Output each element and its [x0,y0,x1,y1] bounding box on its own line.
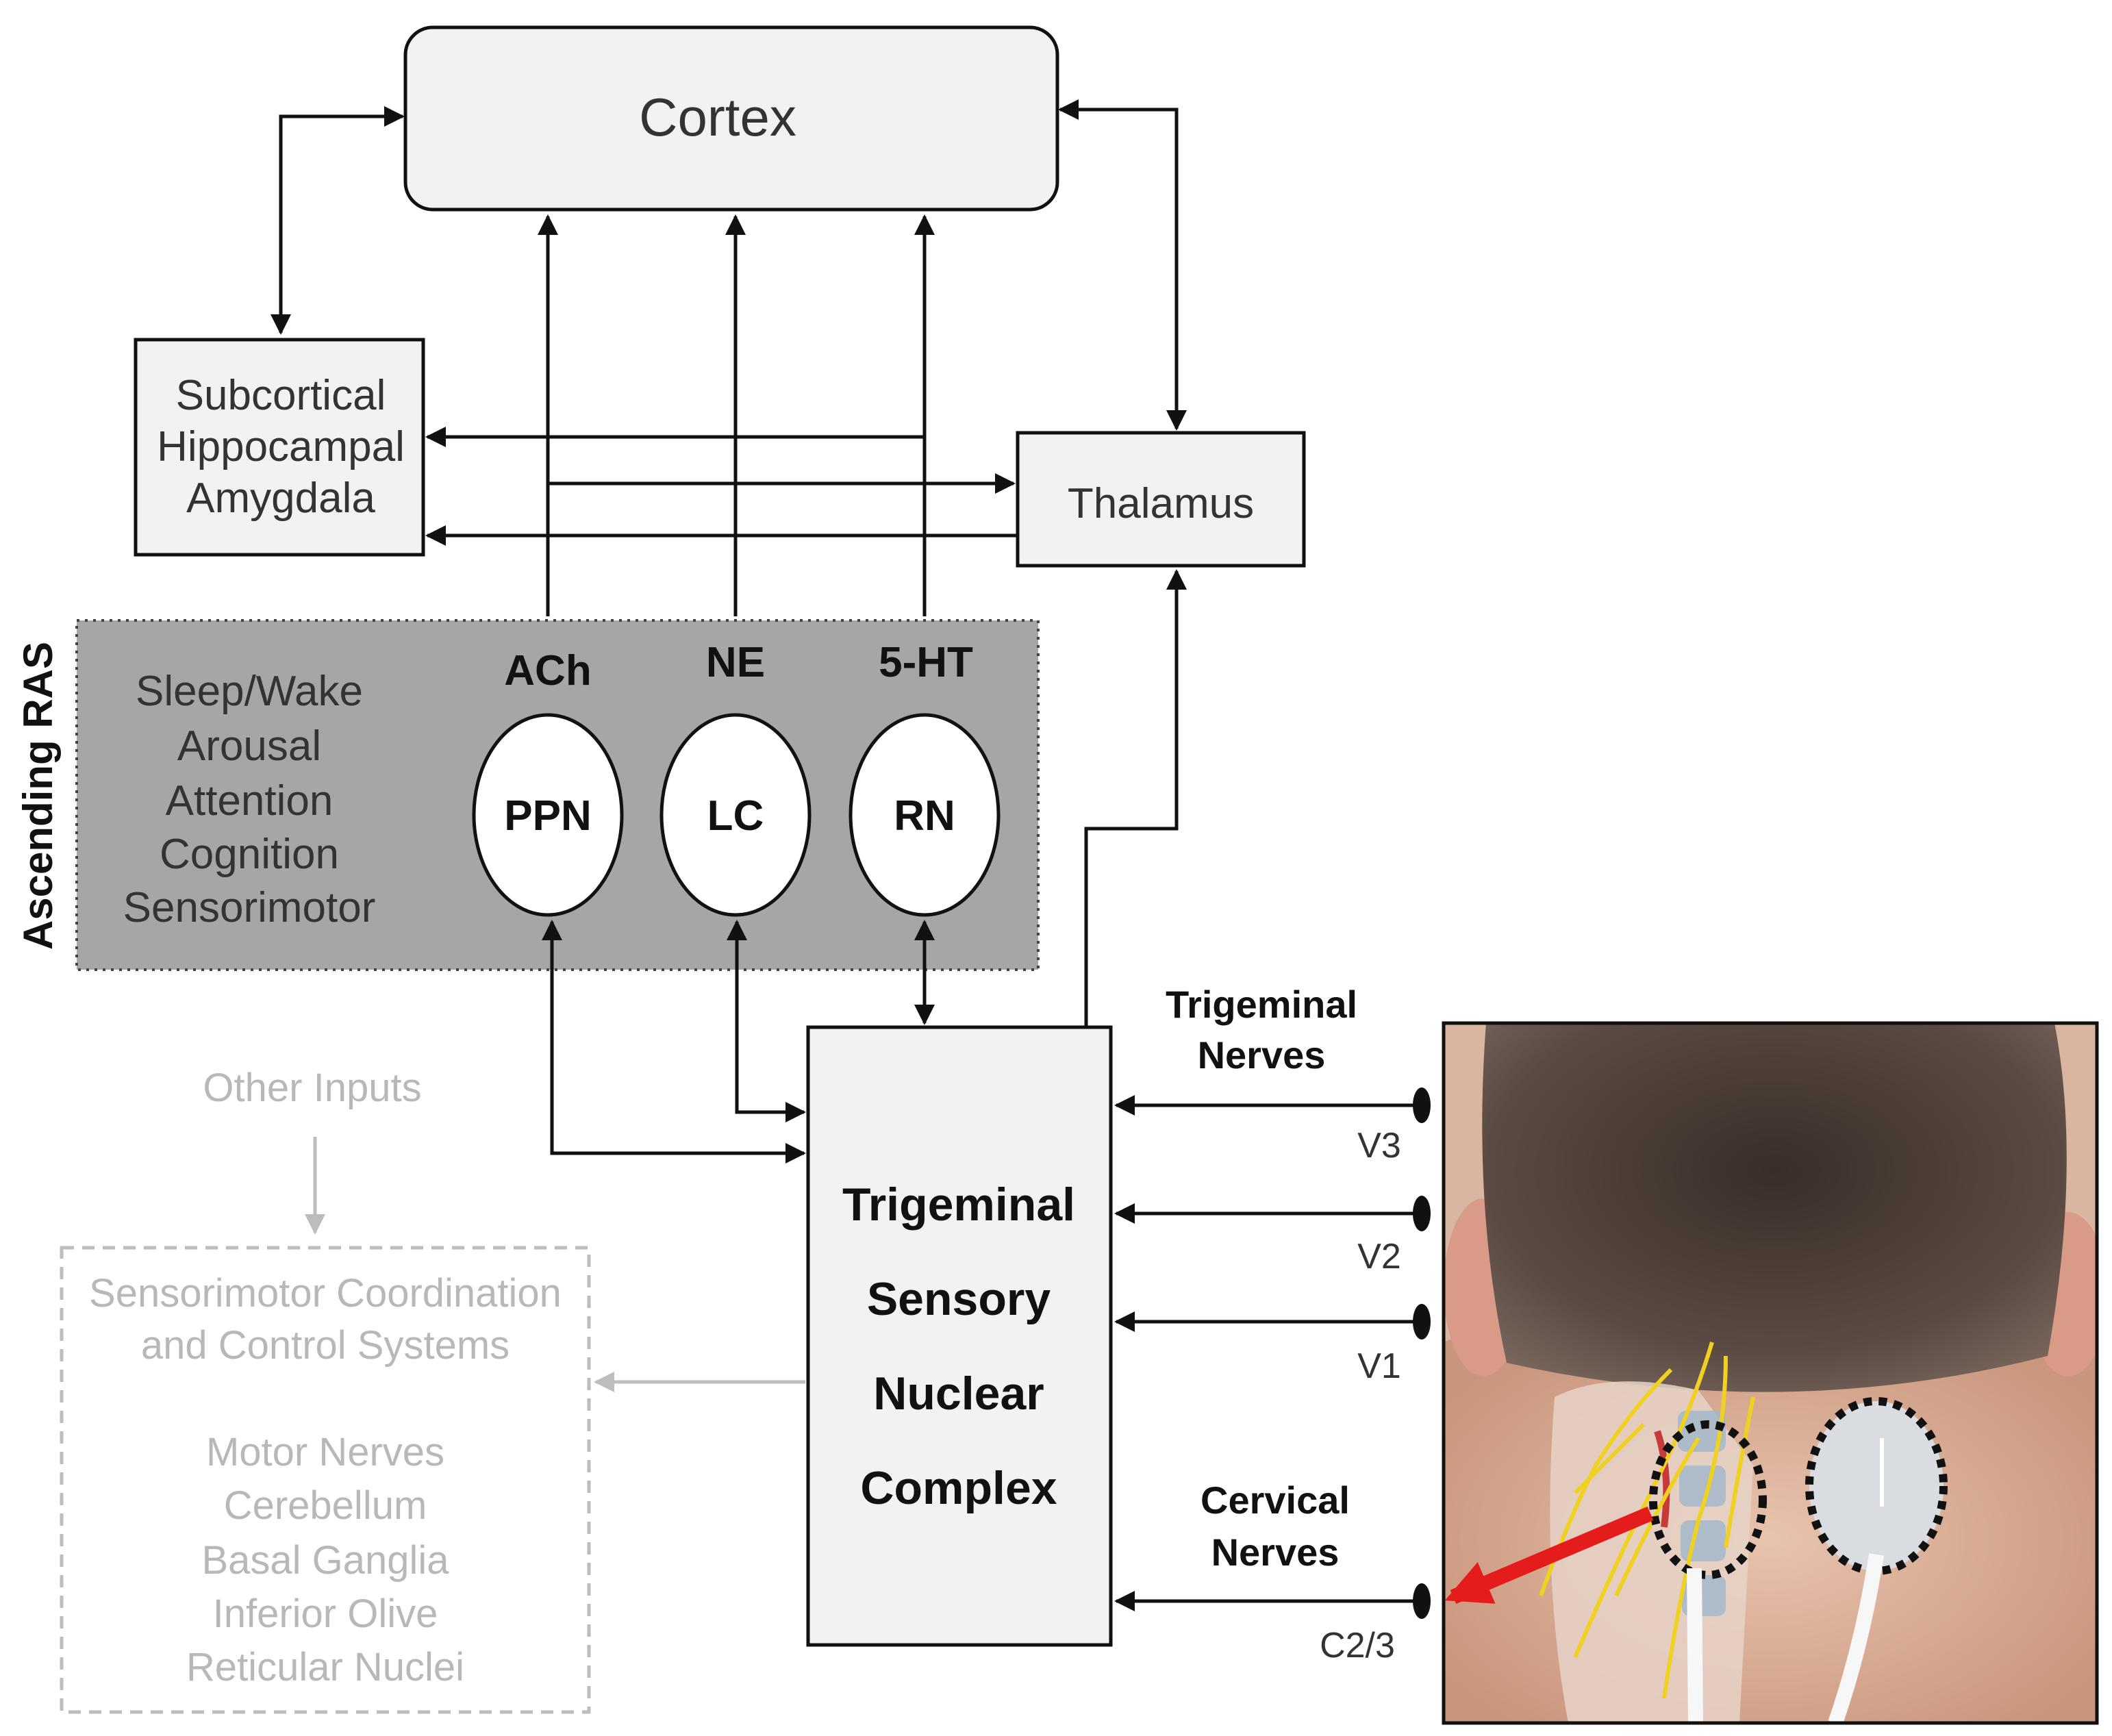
sensorimotor-item-motor: Motor Nerves [206,1430,444,1474]
cortex-thalamus-arrow [1058,99,1187,431]
rn-label: RN [894,792,955,840]
transmitter-5ht: 5-HT [879,639,973,686]
ppn-node [472,713,624,917]
other-inputs-label: Other Inputs [203,1066,421,1110]
head-illustration [1442,1021,2099,1725]
subcortical-line: Subcortical [176,372,386,419]
sensorimotor-box: Sensorimotor Coordination and Control Sy… [60,1246,591,1714]
ras-function-attention: Attention [166,777,334,825]
target-region [1649,1420,1767,1579]
complex-line-4: Complex [860,1462,1057,1514]
electrode-lead-2 [1687,1568,1703,1723]
transmitter-ach: ACh [504,647,591,694]
ras-function-cognition: Cognition [160,831,339,878]
complex-line-2: Sensory [867,1273,1051,1325]
ppn-complex-arrow [542,920,806,1163]
ras-function-sleep: Sleep/Wake [136,668,363,715]
sensorimotor-item-reticular: Reticular Nuclei [186,1645,464,1689]
electrode-pad [1805,1397,1948,1575]
v1-label: V1 [1357,1346,1401,1386]
v3-label: V3 [1357,1126,1401,1166]
lc-node [659,713,812,917]
cortex-label: Cortex [639,87,796,147]
hippocampal-line: Hippocampal [157,423,405,470]
ras-function-arousal: Arousal [177,722,321,770]
pointer-arrow [1444,1506,1654,1605]
sensorimotor-item-basal: Basal Ganglia [201,1538,449,1583]
rn-node [848,713,1001,917]
lc-complex-arrow [727,920,806,1122]
subcortical-box: Subcortical Hippocampal Amygdala [134,338,425,557]
complex-line-1: Trigeminal [842,1179,1075,1231]
trigeminal-nerves: Trigeminal Nerves V3 V2 V1 [1114,983,1431,1386]
lc-label: LC [707,792,764,840]
transmitter-ne: NE [706,639,765,686]
v2-terminal [1413,1196,1431,1231]
hair [1482,1023,2067,1392]
ras-function-sensorimotor: Sensorimotor [123,884,376,931]
sensorimotor-title-2: and Control Systems [141,1323,510,1368]
electrode-lead [1828,1553,1884,1723]
trigeminal-nerves-line-2: Nerves [1198,1033,1326,1077]
thalamus-label: Thalamus [1068,480,1254,527]
sensorimotor-title-1: Sensorimotor Coordination [89,1271,562,1316]
cervical-nerves-line-1: Cervical [1200,1479,1350,1522]
complex-thalamus-arrow [1084,569,1187,1027]
v2-label: V2 [1357,1237,1401,1276]
cortex-box: Cortex [403,25,1059,212]
cervical-nerves: Cervical Nerves C2/3 [1114,1479,1431,1665]
sensorimotor-item-cerebellum: Cerebellum [224,1483,427,1528]
c23-label: C2/3 [1320,1626,1395,1665]
c23-terminal [1413,1583,1431,1619]
v3-terminal [1413,1087,1431,1123]
cortex-subcortical-arrow [271,106,405,335]
thalamus-box: Thalamus [1016,431,1306,568]
trigeminal-nerves-line-1: Trigeminal [1166,983,1357,1026]
ppn-label: PPN [504,792,591,840]
ras-panel: Ascending RAS Sleep/Wake Arousal Attenti… [15,619,1040,971]
connectors [271,99,1187,1163]
trigeminal-complex-box: Trigeminal Sensory Nuclear Complex [806,1025,1113,1647]
sensorimotor-item-olive: Inferior Olive [213,1592,438,1636]
cervical-nerves-line-2: Nerves [1211,1531,1340,1574]
amygdala-line: Amygdala [186,475,375,522]
complex-line-3: Nuclear [873,1368,1044,1420]
v1-terminal [1413,1304,1431,1339]
ras-side-label: Ascending RAS [15,642,61,950]
